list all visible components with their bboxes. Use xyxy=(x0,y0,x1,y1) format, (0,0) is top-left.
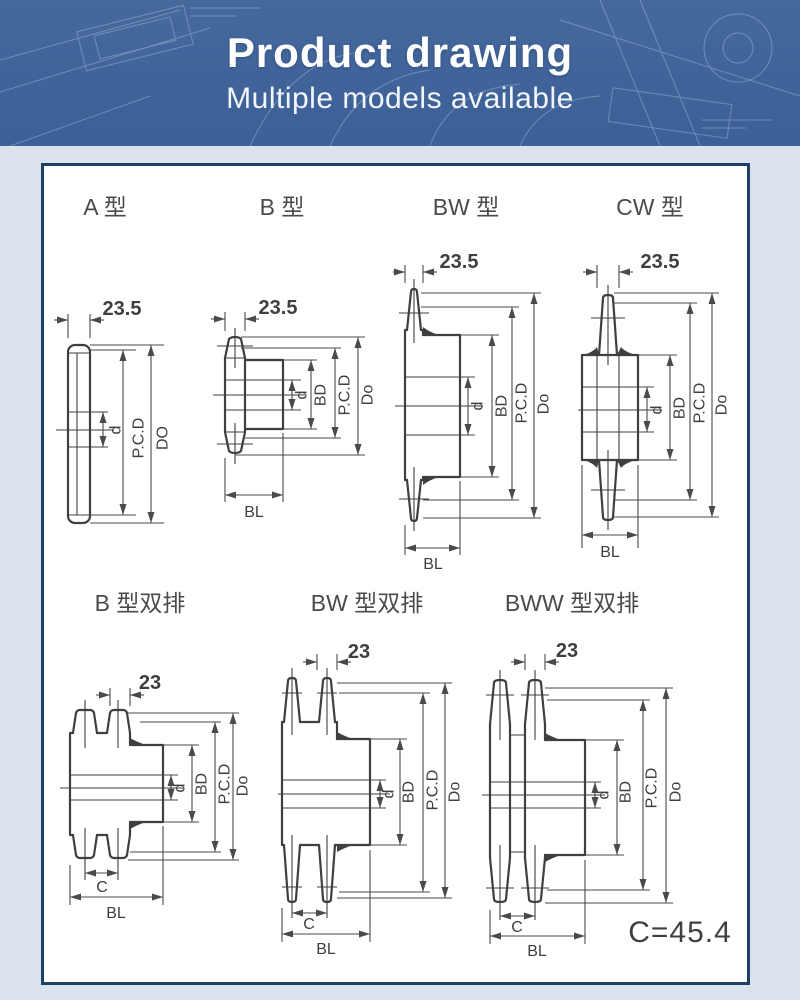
dim-bl-label: BL xyxy=(106,905,126,922)
drawing-bw-type: 23.5 d BD P.C.D Do BL xyxy=(393,251,553,573)
fig-title-b-double: B 型双排 xyxy=(94,590,186,616)
dimension-lines xyxy=(69,688,239,905)
dimension-lines xyxy=(54,314,164,524)
dimension-lines xyxy=(393,265,541,555)
dim-width-label: 23 xyxy=(556,640,578,662)
fig-title-bw-type: BW 型 xyxy=(432,194,500,220)
fig-title-cw-type: CW 型 xyxy=(616,194,684,220)
dim-d-label: d xyxy=(294,391,311,400)
c-value-note: C=45.4 xyxy=(628,916,732,949)
drawing-bww-double: 23 d BD P.C.D Do C BL xyxy=(482,640,685,960)
dim-outer-label: Do xyxy=(360,385,377,406)
dim-d-label: d xyxy=(596,791,613,800)
dim-bl-label: BL xyxy=(316,941,336,958)
dim-d-label: d xyxy=(649,406,666,415)
dim-bl-label: BL xyxy=(423,556,443,573)
dim-bd-label: BD xyxy=(494,395,511,417)
fig-title-bw-double: BW 型双排 xyxy=(310,590,424,616)
page-subtitle: Multiple models available xyxy=(226,82,574,115)
dim-d-label: d xyxy=(108,426,125,435)
dim-bl-label: BL xyxy=(244,504,264,521)
sprocket-profile xyxy=(482,670,605,920)
blueprint-pattern-icon xyxy=(0,0,800,146)
dim-bd-label: BD xyxy=(313,384,330,406)
dim-outer-label: Do xyxy=(447,782,464,803)
dim-c-label: C xyxy=(303,916,315,933)
sprocket-profile xyxy=(213,328,305,464)
fig-title-a-type: A 型 xyxy=(83,194,127,220)
dim-pcd-label: P.C.D xyxy=(217,764,234,805)
drawing-a-type: 23.5 d P.C.D DO xyxy=(54,298,172,525)
dim-bd-label: BD xyxy=(194,773,211,795)
dim-pcd-label: P.C.D xyxy=(425,770,442,811)
dim-bd-label: BD xyxy=(401,781,418,803)
dim-pcd-label: P.C.D xyxy=(337,375,354,416)
drawing-b-double: 23 d BD P.C.D Do C BL xyxy=(60,672,252,922)
fig-title-bww-double: BWW 型双排 xyxy=(504,590,640,616)
drawings-panel: A 型 B 型 BW 型 CW 型 B 型双排 BW 型双排 BWW 型双排 2… xyxy=(41,163,750,985)
dim-bl-label: BL xyxy=(600,544,620,561)
dim-width-label: 23.5 xyxy=(103,298,142,320)
dim-width-label: 23 xyxy=(139,672,161,694)
dim-outer-label: Do xyxy=(235,776,252,797)
dim-bd-label: BD xyxy=(672,397,689,419)
dim-d-label: d xyxy=(470,402,487,411)
sprocket-profile xyxy=(395,279,483,531)
dimension-lines xyxy=(281,654,452,942)
dim-outer-label: Do xyxy=(714,395,731,416)
drawing-cw-type: 23.5 d BD P.C.D Do BL xyxy=(578,251,731,561)
dim-d-label: d xyxy=(172,784,189,793)
dim-pcd-label: P.C.D xyxy=(131,418,148,459)
page-title: Product drawing xyxy=(226,29,574,76)
dim-width-label: 23.5 xyxy=(440,251,479,273)
dim-bd-label: BD xyxy=(618,781,635,803)
dim-c-label: C xyxy=(96,879,108,896)
dim-pcd-label: P.C.D xyxy=(644,768,661,809)
dim-width-label: 23.5 xyxy=(641,251,680,273)
dim-c-label: C xyxy=(511,919,523,936)
fig-title-b-type: B 型 xyxy=(259,194,305,220)
header-banner: Product drawing Multiple models availabl… xyxy=(0,0,800,146)
dim-bl-label: BL xyxy=(527,943,547,960)
dim-width-label: 23 xyxy=(348,641,370,663)
dim-outer-label: Do xyxy=(668,782,685,803)
sprocket-profile xyxy=(278,668,390,918)
dim-width-label: 23.5 xyxy=(259,297,298,319)
drawing-b-type: 23.5 d BD P.C.D Do BL xyxy=(211,297,377,521)
dimension-lines xyxy=(581,265,719,548)
dim-d-label: d xyxy=(381,790,398,799)
dim-outer-label: Do xyxy=(536,394,553,415)
dim-outer-label: DO xyxy=(155,426,172,450)
sprocket-profile xyxy=(56,343,114,525)
sprocket-profile xyxy=(578,285,662,530)
dim-pcd-label: P.C.D xyxy=(514,383,531,424)
dimension-lines xyxy=(489,654,673,944)
drawing-bw-double: 23 d BD P.C.D Do C BL xyxy=(278,641,464,958)
sprocket-profile xyxy=(60,700,184,880)
dimension-lines xyxy=(211,312,365,502)
dim-pcd-label: P.C.D xyxy=(692,383,709,424)
